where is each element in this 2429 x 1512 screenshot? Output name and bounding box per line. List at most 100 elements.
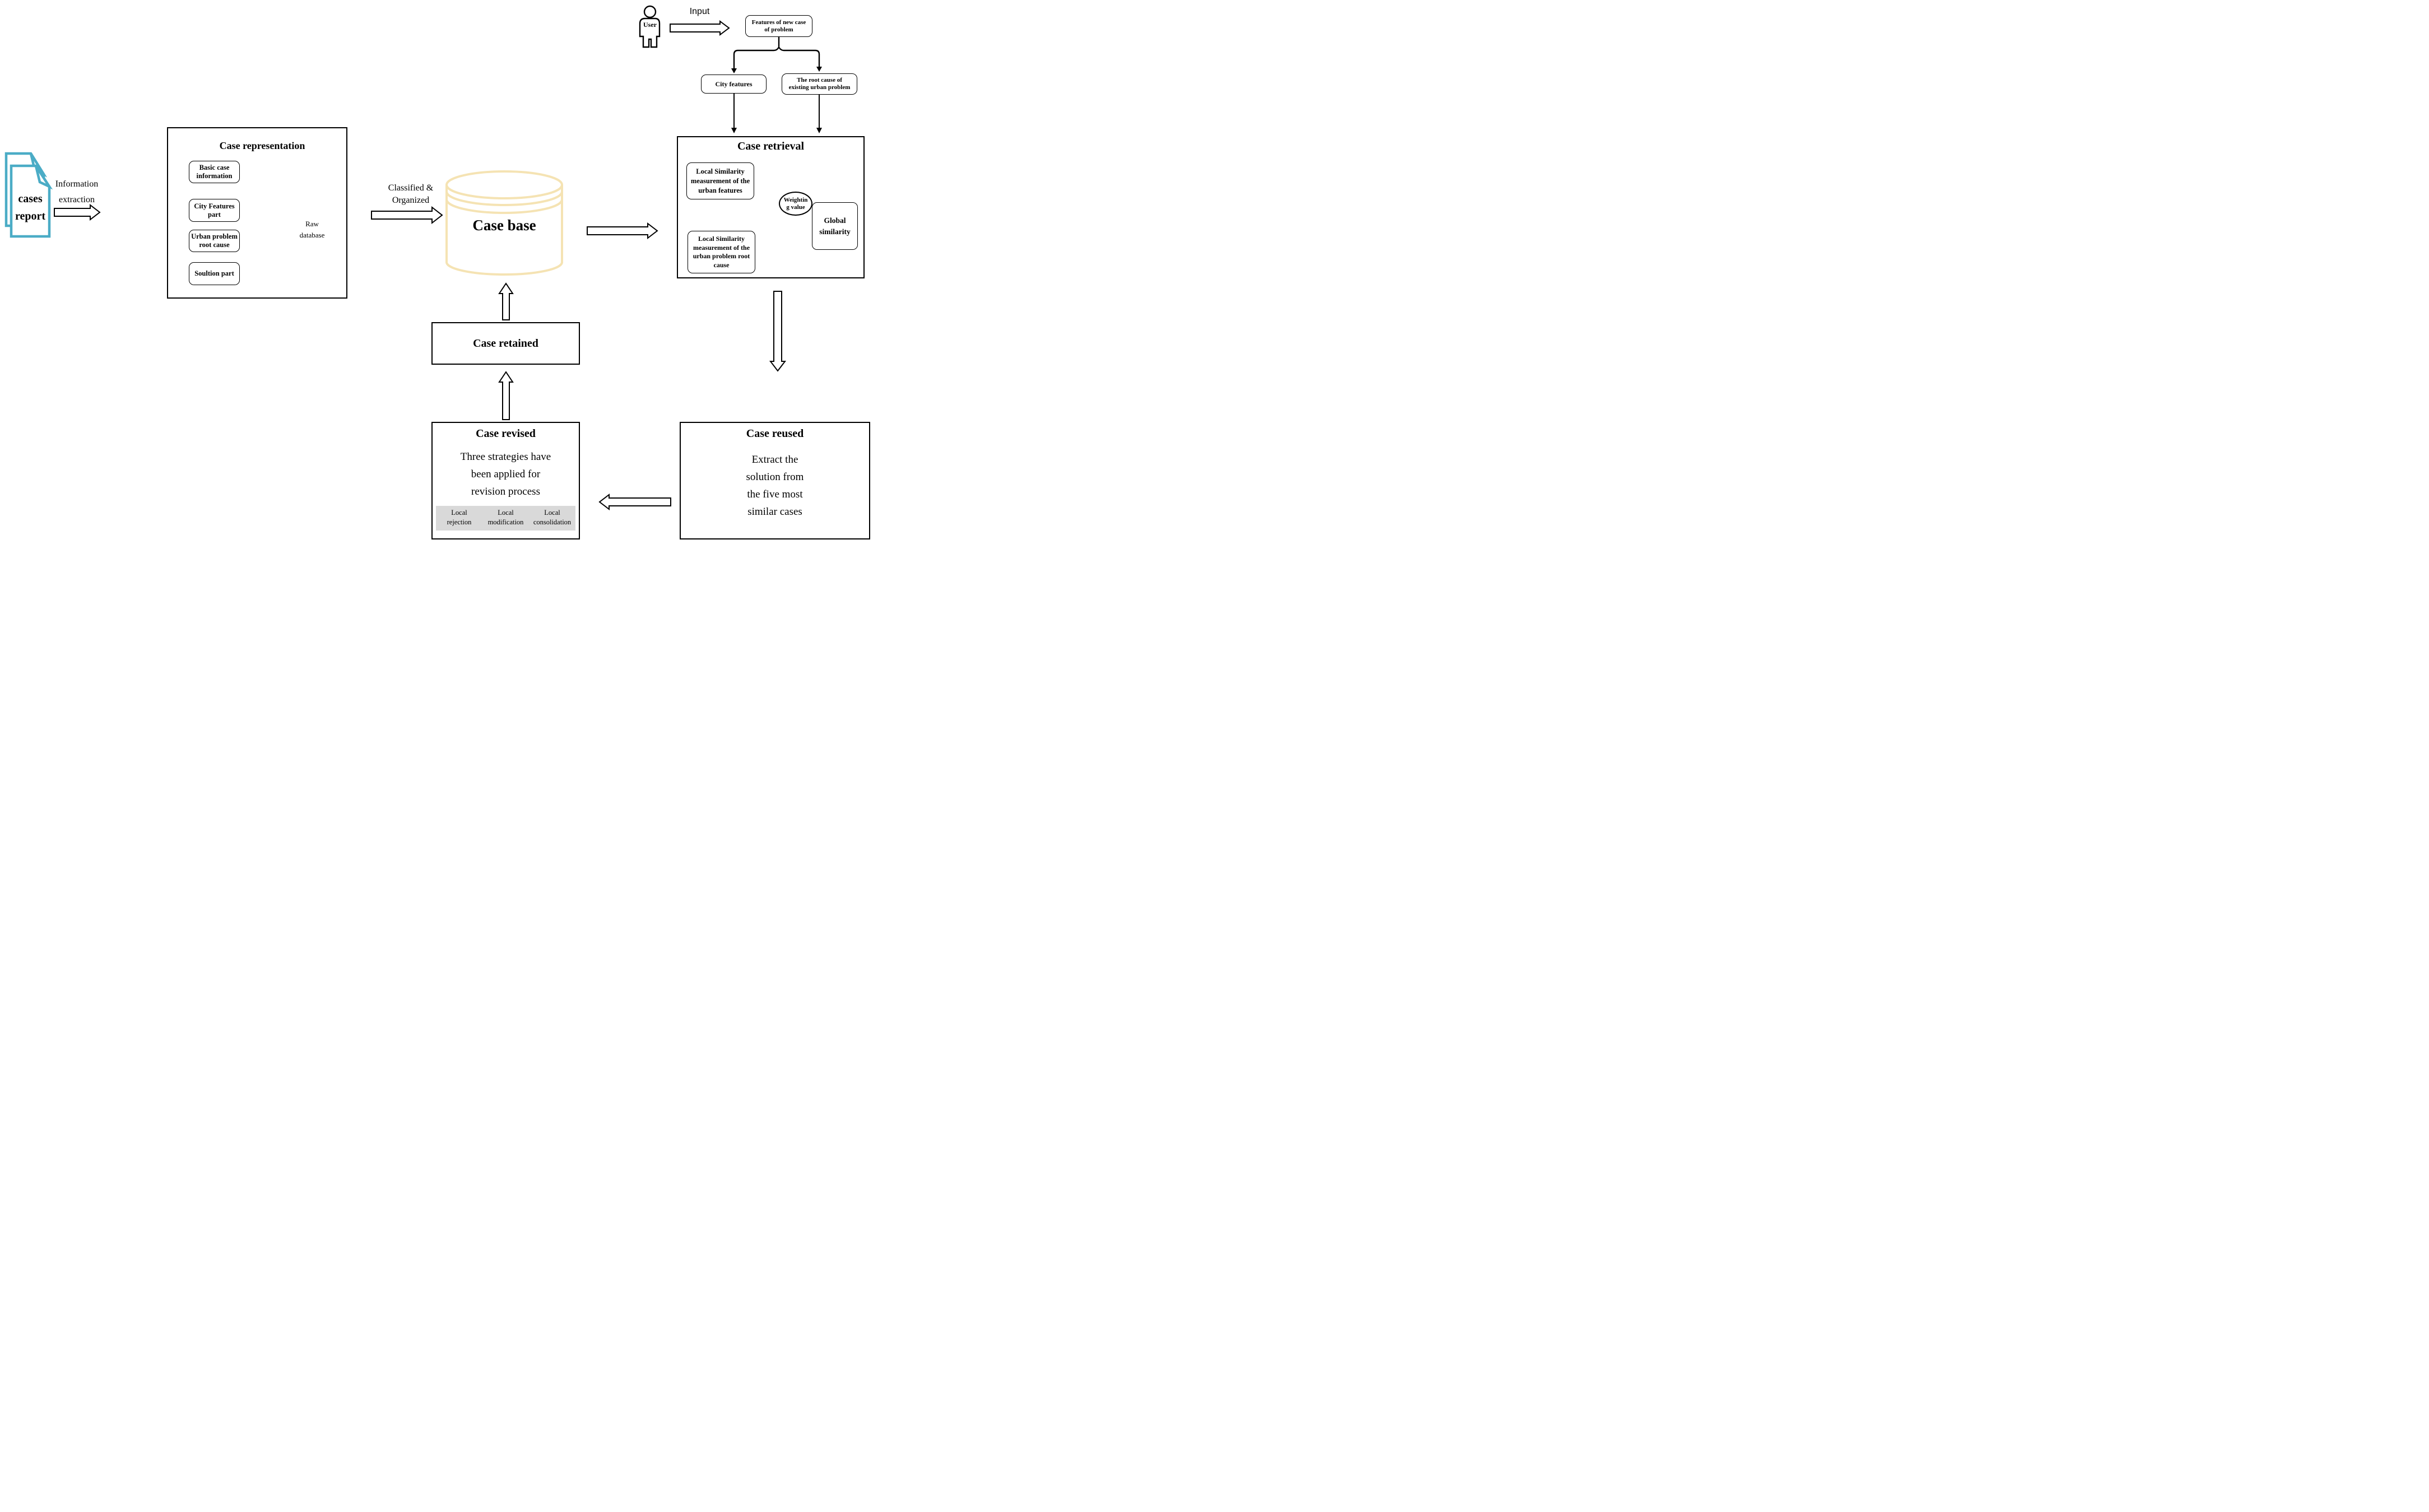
classified-organized-line2: Organized (392, 196, 430, 205)
user-icon (639, 5, 661, 48)
basic-case-information-line2: information (196, 172, 233, 180)
case-reused-body-line4: similar cases (747, 506, 802, 518)
retrieval-to-reused-arrow (769, 291, 787, 372)
root-cause-box: The root cause of existing urban problem (782, 73, 857, 95)
case-reused-body-line1: Extract the (751, 454, 798, 466)
root-cause-line2: existing urban problem (788, 84, 851, 91)
case-base-cylinder-icon (445, 170, 563, 276)
raw-database-line1: Raw (305, 220, 319, 228)
city-features-part-line2: part (208, 210, 221, 218)
cases-report-documents-icon (4, 152, 53, 238)
cbr-flow-diagram: cases report Information extraction Case… (0, 0, 879, 547)
input-arrow (670, 20, 730, 36)
weighting-value-ellipse: Weightin g value (779, 192, 812, 216)
city-features-label: City features (715, 80, 753, 88)
local-similarity-root-cause-line1: Local Similarity (698, 235, 745, 243)
strategy-local-modification-line1: Local (498, 509, 514, 517)
revised-to-retained-arrow (498, 371, 514, 420)
local-similarity-features-box: Local Similarity measurement of the urba… (686, 162, 754, 199)
features-bracket-line (733, 45, 820, 71)
local-similarity-features-line1: Local Similarity (696, 167, 745, 175)
root-cause-in-arrowhead (816, 67, 822, 72)
case-reused-body-line2: solution from (746, 471, 804, 483)
local-similarity-features-line3: urban features (698, 186, 742, 194)
weighting-value-line2: g value (786, 203, 805, 211)
basic-case-information-line1: Basic case (199, 164, 230, 171)
case-base-cylinder-ring2 (445, 199, 563, 214)
global-similarity-box: Global similarity (812, 202, 858, 250)
features-of-new-case-box: Features of new case of problem (745, 15, 812, 37)
strategy-local-rejection: Local rejection (436, 506, 482, 531)
features-of-new-case-line2: of problem (764, 26, 793, 33)
user-head (643, 5, 657, 18)
strategy-local-modification-line2: modification (487, 518, 524, 526)
input-label: Input (689, 7, 710, 16)
reused-to-revised-arrow (598, 493, 671, 511)
strategy-local-rejection-line2: rejection (447, 518, 472, 526)
user-body (639, 17, 661, 48)
city-features-part-line1: City Features (194, 202, 235, 210)
root-cause-line1: The root cause of (797, 76, 842, 83)
city-features-in-arrowhead (731, 68, 737, 73)
case-revised-title: Case revised (476, 427, 536, 440)
weighting-value-line1: Weightin (783, 197, 808, 203)
local-similarity-features-line2: measurement of the (690, 176, 750, 185)
case-retained-box: Case retained (431, 322, 580, 365)
strategy-local-consolidation: Local consolidation (529, 506, 575, 531)
case-reused-box (680, 422, 870, 539)
global-similarity-line1: Global (824, 216, 846, 225)
urban-problem-root-cause-box: Urban problem root cause (189, 230, 240, 252)
case-representation-title: Case representation (219, 140, 305, 151)
basic-case-information-box: Basic case information (189, 161, 240, 183)
features-split-connector (731, 37, 822, 73)
case-revised-body-line3: revision process (471, 486, 540, 497)
city-features-box: City features (701, 75, 767, 94)
global-similarity-line2: similarity (819, 227, 851, 236)
case-base-cylinder-ring1 (445, 191, 563, 206)
urban-problem-root-cause-line1: Urban problem (191, 232, 238, 240)
information-extraction-arrow (54, 203, 101, 221)
case-base-to-retrieval-arrow (587, 222, 658, 240)
strategy-local-consolidation-line2: consolidation (533, 518, 572, 526)
case-retrieval-title: Case retrieval (737, 140, 805, 152)
local-similarity-root-cause-line3: urban problem root (693, 252, 750, 260)
local-similarity-root-cause-line2: measurement of the (693, 243, 750, 252)
root-cause-to-retrieval-arrowhead (816, 128, 822, 133)
cases-report-front-doc-icon (10, 164, 51, 238)
city-features-part-box: City Features part (189, 199, 240, 222)
cases-report-front-doc-fold-icon (34, 165, 53, 190)
solution-part-box: Soultion part (189, 262, 240, 285)
cases-report-line1: cases (18, 193, 43, 205)
information-extraction-label: Information extraction (40, 176, 113, 208)
case-revised-body-line1: Three strategies have (460, 451, 551, 463)
revision-strategies-strip: Local rejection Local modification Local… (436, 506, 575, 531)
information-extraction-line2: extraction (59, 195, 95, 204)
solution-part-line1: Soultion part (194, 269, 234, 277)
classified-organized-label: Classified & Organized (373, 182, 448, 207)
features-of-new-case-line1: Features of new case (751, 18, 806, 26)
case-retained-title: Case retained (473, 337, 538, 350)
strategy-local-modification: Local modification (482, 506, 529, 531)
strategy-local-rejection-line1: Local (451, 509, 467, 517)
raw-database-line2: database (299, 231, 325, 239)
retained-to-case-base-arrow (498, 282, 514, 320)
local-similarity-root-cause-box: Local Similarity measurement of the urba… (688, 231, 755, 273)
strategy-local-consolidation-line1: Local (544, 509, 560, 517)
information-extraction-line1: Information (55, 179, 99, 189)
city-features-to-retrieval-arrowhead (731, 128, 737, 133)
urban-problem-root-cause-line2: root cause (199, 241, 230, 249)
case-revised-body: Three strategies have been applied for r… (433, 448, 579, 500)
case-reused-title: Case reused (746, 427, 804, 440)
classified-organized-arrow (371, 206, 443, 225)
case-base-label: Case base (472, 217, 536, 234)
retrieval-input-arrows (731, 94, 822, 133)
case-revised-body-line2: been applied for (471, 468, 541, 480)
case-reused-body-line3: the five most (747, 489, 803, 500)
cases-report-label: cases report (11, 190, 49, 225)
local-similarity-root-cause-line4: cause (713, 260, 730, 269)
case-base-cylinder-top (445, 170, 563, 199)
case-base-cylinder-body (445, 185, 563, 276)
case-reused-body: Extract the solution from the five most … (680, 451, 870, 520)
cases-report-line2: report (15, 210, 46, 222)
classified-organized-line1: Classified & (388, 183, 434, 193)
